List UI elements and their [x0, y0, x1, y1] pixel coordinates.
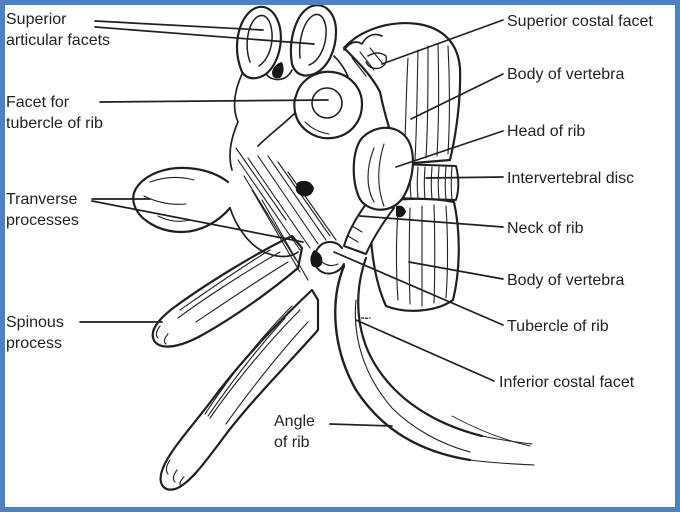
body-of-vertebra-lower-drawing: [347, 197, 460, 319]
label-line: Spinous: [6, 314, 64, 331]
label-line: tubercle of rib: [6, 115, 103, 132]
leader-intervertebral-disc: [425, 176, 504, 179]
label-intervertebral-disc: Intervertebral disc: [507, 168, 634, 189]
label-head-of-rib: Head of rib: [507, 121, 585, 142]
label-neck-of-rib: Neck of rib: [507, 218, 583, 239]
label-line: Intervertebral disc: [507, 170, 635, 187]
leader-head-of-rib: [395, 130, 504, 168]
tubercle-of-rib-drawing: [310, 241, 345, 275]
leader-superior-articular-facet-1: [94, 20, 264, 31]
leader-lines: [79, 19, 504, 427]
label-line: Head of rib: [507, 123, 586, 140]
label-line: Neck of rib: [507, 220, 584, 237]
superior-articular-facets-drawing: [235, 4, 383, 85]
vertebral-arch-drawing: [229, 62, 337, 281]
facet-for-tubercle-drawing: [293, 70, 364, 140]
leader-superior-articular-facet-2: [94, 26, 315, 45]
body-of-vertebra-upper-drawing: [342, 22, 462, 166]
label-body-of-vertebra-upper: Body of vertebra: [507, 64, 624, 85]
label-line: Angle: [274, 413, 315, 430]
label-line: Body of vertebra: [507, 66, 625, 83]
transverse-process-left-drawing: [132, 166, 232, 234]
leader-inferior-costal-facet: [355, 319, 495, 382]
leader-superior-costal-facet: [381, 19, 504, 65]
label-line: process: [6, 335, 63, 352]
leader-transverse-process-2: [91, 200, 304, 243]
label-line: Facet for: [6, 94, 70, 111]
label-angle-of-rib: Angle of rib: [274, 411, 315, 453]
spinous-process-lower-drawing: [159, 288, 320, 491]
label-line: Inferior costal facet: [499, 374, 635, 391]
label-line: processes: [6, 212, 79, 229]
rib-shaft-drawing: [334, 256, 535, 466]
label-inferior-costal-facet: Inferior costal facet: [499, 372, 634, 393]
label-line: articular facets: [6, 32, 111, 49]
spinous-process-upper-drawing: [151, 234, 304, 348]
label-spinous-process: Spinous process: [6, 312, 64, 354]
label-line: Body of vertebra: [507, 272, 625, 289]
label-body-of-vertebra-lower: Body of vertebra: [507, 270, 624, 291]
label-facet-for-tubercle-of-rib: Facet for tubercle of rib: [6, 92, 103, 134]
leader-tubercle-of-rib: [333, 251, 504, 326]
label-line: Tranverse: [6, 191, 78, 208]
leader-facet-for-tubercle: [99, 99, 329, 103]
label-superior-costal-facet: Superior costal facet: [507, 11, 653, 32]
label-line: Tubercle of rib: [507, 318, 609, 335]
label-tubercle-of-rib: Tubercle of rib: [507, 316, 609, 337]
label-line: Superior: [6, 11, 67, 28]
leader-body-of-vertebra-upper: [410, 73, 504, 120]
leader-neck-of-rib: [359, 215, 504, 228]
leader-angle-of-rib: [329, 423, 393, 427]
head-of-rib-drawing: [352, 126, 414, 218]
label-line: Superior costal facet: [507, 13, 653, 30]
label-transverse-processes: Tranverse processes: [6, 189, 79, 231]
label-line: of rib: [274, 434, 310, 451]
leader-body-of-vertebra-lower: [408, 261, 504, 280]
label-superior-articular-facets: Superior articular facets: [6, 9, 110, 51]
